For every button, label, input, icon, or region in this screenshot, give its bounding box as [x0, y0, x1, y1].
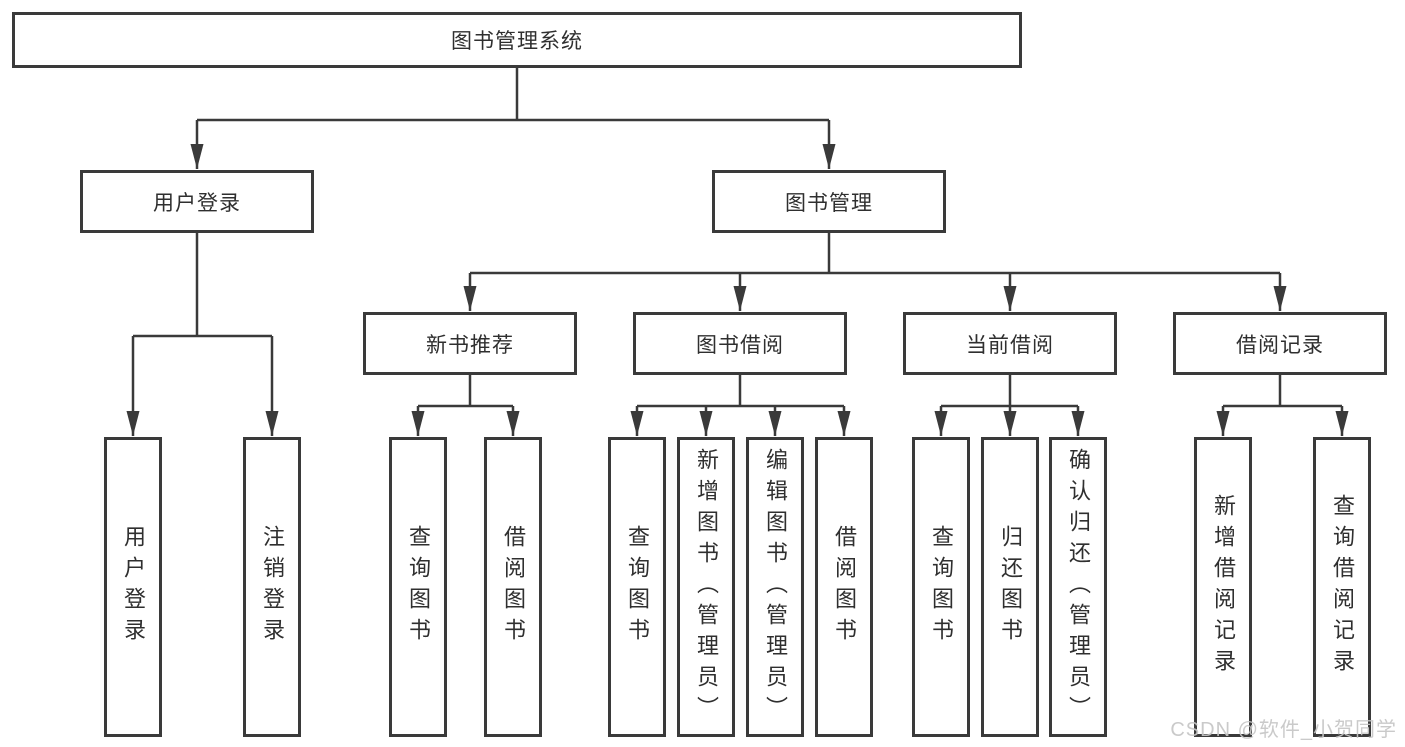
leaf-return-book: 归还图书 [981, 437, 1039, 737]
node-book-borrowing-label: 图书借阅 [696, 333, 784, 357]
node-library-system-label: 图书管理系统 [451, 30, 583, 53]
leaf-borrow-book-recommend-label: 借阅图书 [501, 525, 526, 649]
node-book-management-label: 图书管理 [785, 191, 873, 215]
leaf-borrow-book-borrowing: 借阅图书 [815, 437, 873, 737]
leaf-logout: 注销登录 [243, 437, 301, 737]
leaf-add-borrow-record: 新增借阅记录 [1194, 437, 1252, 737]
leaf-borrow-book-recommend: 借阅图书 [484, 437, 542, 737]
csdn-watermark: CSDN @软件_小贺同学 [1170, 719, 1397, 741]
node-library-system: 图书管理系统 [12, 12, 1022, 68]
leaf-query-book-borrowing-label: 查询图书 [625, 525, 650, 649]
leaf-user-login: 用户登录 [104, 437, 162, 737]
leaf-query-borrow-record-label: 查询借阅记录 [1330, 494, 1355, 680]
leaf-user-login-label: 用户登录 [121, 525, 146, 649]
leaf-logout-label: 注销登录 [260, 525, 285, 649]
leaf-add-book-admin-label: 新增图书（管理员） [694, 447, 719, 727]
leaf-edit-book-admin: 编辑图书（管理员） [746, 437, 804, 737]
leaf-confirm-return-admin-label: 确认归还（管理员） [1066, 447, 1091, 727]
node-current-borrowing: 当前借阅 [903, 312, 1117, 375]
node-book-borrowing: 图书借阅 [633, 312, 847, 375]
leaf-query-borrow-record: 查询借阅记录 [1313, 437, 1371, 737]
connector-book-borrowing-stem [637, 375, 844, 408]
node-book-management: 图书管理 [712, 170, 946, 233]
node-new-book-recommend: 新书推荐 [363, 312, 577, 375]
leaf-add-book-admin: 新增图书（管理员） [677, 437, 735, 737]
connector-user-login-stem [133, 233, 272, 338]
leaf-query-book-current: 查询图书 [912, 437, 970, 737]
connector-current-borrowing-stem [941, 375, 1078, 408]
node-user-login: 用户登录 [80, 170, 314, 233]
leaf-edit-book-admin-label: 编辑图书（管理员） [763, 447, 788, 727]
leaf-confirm-return-admin: 确认归还（管理员） [1049, 437, 1107, 737]
leaf-add-borrow-record-label: 新增借阅记录 [1211, 494, 1236, 680]
connector-root-stem [197, 67, 829, 122]
leaf-query-book-recommend: 查询图书 [389, 437, 447, 737]
leaf-query-book-recommend-label: 查询图书 [406, 525, 431, 649]
node-current-borrowing-label: 当前借阅 [966, 333, 1054, 357]
connector-borrow-records-stem [1223, 375, 1342, 408]
node-borrow-records-label: 借阅记录 [1236, 333, 1324, 357]
node-new-book-recommend-label: 新书推荐 [426, 333, 514, 357]
connector-new-book-stem [418, 375, 513, 408]
leaf-borrow-book-borrowing-label: 借阅图书 [832, 525, 857, 649]
leaf-query-book-borrowing: 查询图书 [608, 437, 666, 737]
connector-book-management-stem [470, 233, 1280, 275]
node-borrow-records: 借阅记录 [1173, 312, 1387, 375]
leaf-return-book-label: 归还图书 [998, 525, 1023, 649]
leaf-query-book-current-label: 查询图书 [929, 525, 954, 649]
node-user-login-label: 用户登录 [153, 191, 241, 215]
